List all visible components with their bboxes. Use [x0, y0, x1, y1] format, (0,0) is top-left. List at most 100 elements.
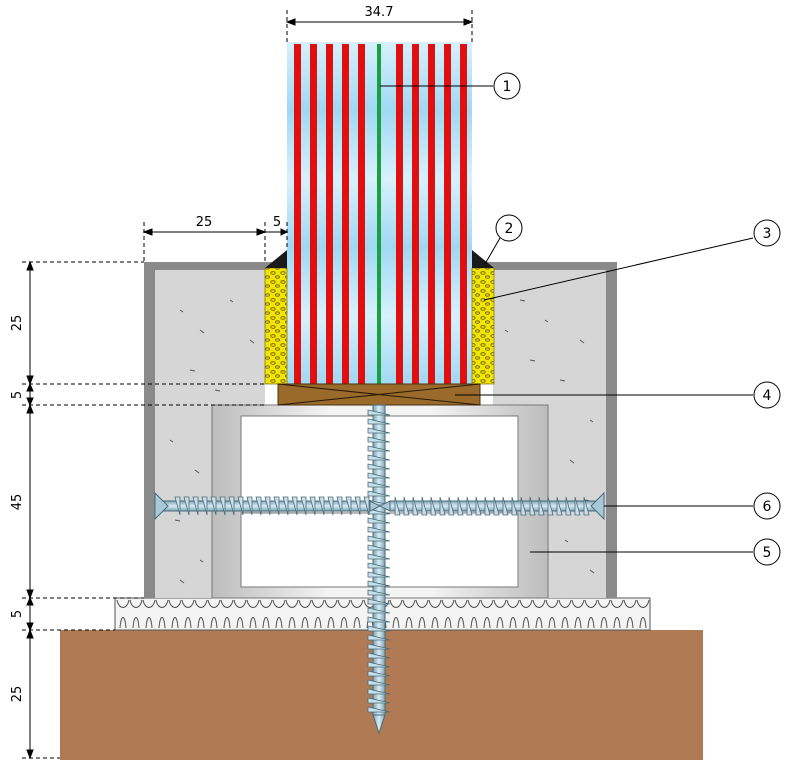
insulation-wave — [233, 599, 247, 629]
concrete-speckle — [179, 579, 185, 584]
vertical-screw-thread — [367, 472, 391, 479]
foam-strip-left — [264, 267, 288, 385]
insulation-wave — [441, 599, 455, 629]
vertical-screw-tip — [372, 714, 386, 735]
right-screw-thread — [484, 496, 491, 516]
vertical-screw-thread — [367, 418, 391, 425]
left-screw-thread — [264, 496, 271, 516]
svg-text:3: 3 — [763, 226, 772, 242]
right-screw-thread — [457, 496, 464, 516]
vertical-screw-thread — [367, 517, 391, 524]
concrete-speckle — [214, 389, 221, 392]
left-screw-thread — [192, 496, 199, 516]
right-screw-thread — [430, 496, 437, 516]
concrete-speckle — [519, 299, 526, 302]
insulation-wave — [259, 599, 273, 629]
vertical-screw-thread — [367, 454, 391, 461]
concrete-speckle — [589, 419, 594, 423]
insulation-wave — [129, 599, 143, 629]
concrete-speckle — [174, 519, 181, 522]
vertical-screw-thread — [367, 679, 391, 686]
left-screw-thread — [282, 496, 289, 516]
svg-text:5: 5 — [763, 545, 772, 561]
insulation-wave — [389, 599, 403, 629]
callout-6: 6 — [753, 492, 781, 520]
left-screw-thread — [183, 496, 190, 516]
left-screw-thread — [300, 496, 307, 516]
concrete-speckle — [589, 569, 595, 574]
vertical-screw-thread — [367, 481, 391, 488]
right-screw-thread — [448, 496, 455, 516]
right-screw-thread — [502, 496, 509, 516]
dim-gap-width: 5 — [273, 215, 281, 230]
concrete-speckle — [199, 559, 204, 563]
callout-3: 3 — [753, 219, 781, 247]
concrete-speckle — [194, 469, 200, 474]
insulation-wave — [402, 599, 416, 629]
left-screw-thread — [210, 496, 217, 516]
left-screw-thread — [291, 496, 298, 516]
timber-packer — [277, 383, 481, 406]
dim-left-width: 25 — [196, 215, 213, 230]
right-screw-thread — [565, 496, 572, 516]
right-screw-thread — [439, 496, 446, 516]
concrete-speckle — [544, 319, 549, 323]
insulation-wave — [311, 599, 325, 629]
vertical-screw-thread — [367, 652, 391, 659]
glass-red-stripe — [396, 44, 403, 384]
concrete-speckle — [579, 339, 585, 344]
left-screw-thread — [228, 496, 235, 516]
vertical-screw-thread — [367, 544, 391, 551]
insulation-wave — [142, 599, 156, 629]
left-screw-thread — [219, 496, 226, 516]
dim-v-45: 45 — [10, 494, 25, 511]
insulation-wave — [610, 599, 624, 629]
dim-top-width: 34.7 — [365, 5, 394, 20]
right-screw-thread — [466, 496, 473, 516]
left-screw-thread — [327, 496, 334, 516]
insulation-wave — [597, 599, 611, 629]
concrete-speckles — [169, 299, 595, 584]
glass-red-stripe — [444, 44, 451, 384]
callout-4: 4 — [753, 381, 781, 409]
vertical-screw-thread — [367, 535, 391, 542]
right-screw-thread — [529, 496, 536, 516]
right-screw-thread — [412, 496, 419, 516]
right-screw-thread — [574, 496, 581, 516]
concrete-speckle — [529, 359, 536, 362]
left-screw-tip — [369, 500, 382, 512]
vertical-screw-thread — [367, 670, 391, 677]
insulation-wave — [272, 599, 286, 629]
insulation-wave — [324, 599, 338, 629]
left-screw-thread — [309, 496, 316, 516]
insulation-wave — [480, 599, 494, 629]
concrete-speckle — [559, 379, 566, 382]
concrete-speckle — [189, 369, 196, 372]
dimension-lines — [22, 10, 474, 760]
insulation-wave — [298, 599, 312, 629]
dim-v-5-lower: 5 — [10, 610, 25, 618]
right-screw-thread — [394, 496, 401, 516]
insulation-wave — [623, 599, 637, 629]
insulation-wave — [285, 599, 299, 629]
insulation-wave — [181, 599, 195, 629]
vertical-screw-thread — [367, 706, 391, 713]
glass-green-stripe — [377, 44, 381, 384]
vertical-screw-thread — [367, 616, 391, 623]
svg-text:4: 4 — [763, 388, 772, 404]
insulation-wave — [207, 599, 221, 629]
svg-text:2: 2 — [505, 221, 514, 237]
foam-strip-right — [471, 267, 495, 385]
vertical-screw-thread — [367, 661, 391, 668]
vertical-screw-thread — [367, 409, 391, 416]
right-screw-thread — [493, 496, 500, 516]
svg-text:1: 1 — [503, 79, 512, 95]
sealant-cap-right — [472, 250, 494, 268]
concrete-speckle — [569, 459, 575, 464]
vertical-screw-thread — [367, 697, 391, 704]
vertical-screw-shaft — [372, 404, 386, 716]
vertical-screw-thread — [367, 625, 391, 632]
vertical-screw-thread — [367, 589, 391, 596]
